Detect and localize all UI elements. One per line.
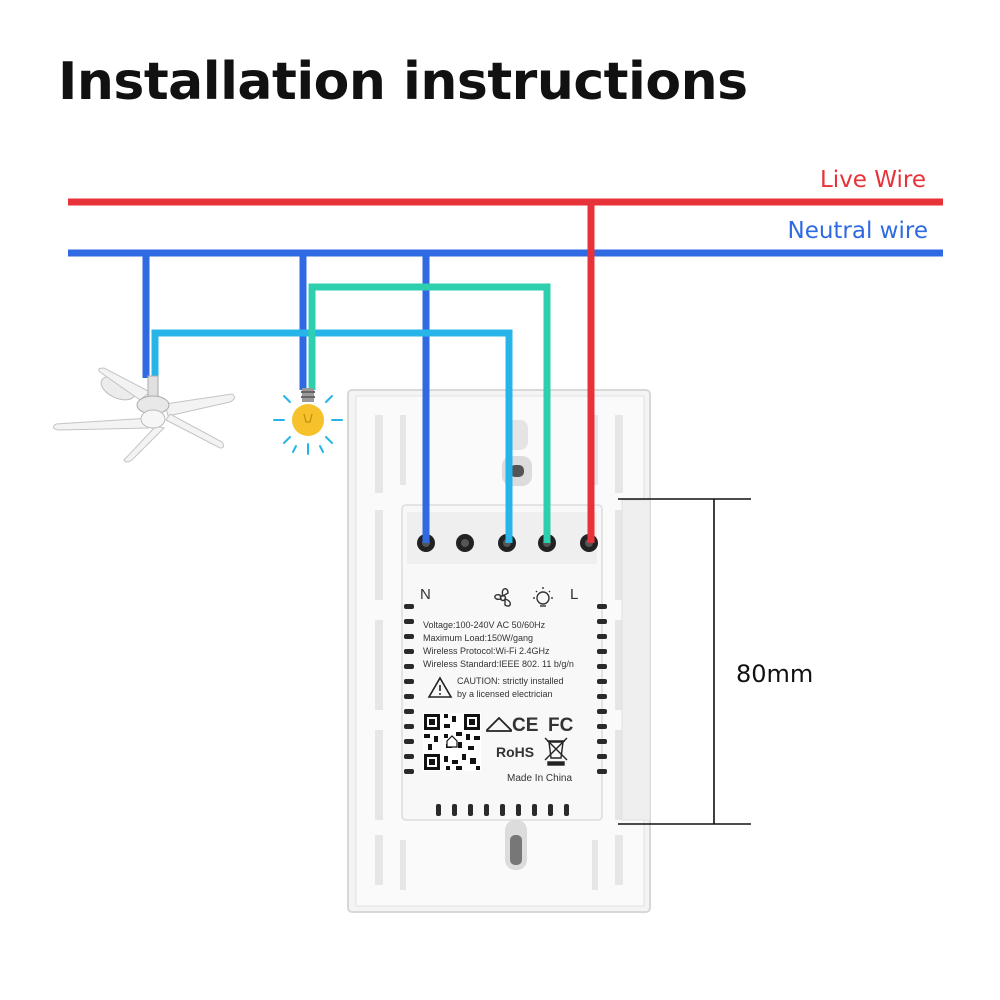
caution-line-2: by a licensed electrician: [457, 689, 553, 699]
home-icon: [486, 716, 512, 732]
terminal-n-label: N: [420, 586, 431, 603]
spec-protocol: Wireless Protocol:Wi-Fi 2.4GHz: [423, 646, 550, 656]
terminal-module: N L Voltage:100-240V AC 50/60Hz Maximum …: [401, 504, 607, 821]
fan-load-wire: [151, 329, 513, 543]
wiring: [68, 198, 943, 543]
caution-line-1: CAUTION: strictly installed: [457, 676, 564, 686]
made-in-label: Made In China: [507, 773, 572, 784]
warning-triangle-icon: [427, 676, 453, 698]
spec-list: Voltage:100-240V AC 50/60Hz Maximum Load…: [423, 620, 574, 669]
fan-terminal-icon: [494, 588, 511, 607]
spec-load: Maximum Load:150W/gang: [423, 633, 533, 643]
rohs-mark: RoHS: [496, 744, 534, 760]
ce-mark: CE: [512, 715, 538, 736]
dimension-marker: [618, 498, 751, 825]
live-wire-label: Live Wire: [819, 167, 926, 193]
qr-code-icon: [423, 713, 481, 771]
crossed-bin-icon: [544, 737, 568, 766]
spec-standard: Wireless Standard:IEEE 802. 11 b/g/n: [423, 659, 574, 669]
spec-voltage: Voltage:100-240V AC 50/60Hz: [423, 620, 546, 630]
page-title: Installation instructions: [58, 52, 748, 112]
light-bulb-icon: [273, 388, 343, 455]
light-terminal-icon: [533, 587, 553, 607]
neutral-wire-label: Neutral wire: [787, 218, 928, 244]
light-load-wire: [308, 283, 551, 543]
dimension-label: 80mm: [736, 660, 814, 688]
terminal-l-label: L: [570, 586, 578, 603]
ceiling-fan-icon: [52, 367, 236, 463]
fc-mark: FC: [548, 715, 574, 736]
